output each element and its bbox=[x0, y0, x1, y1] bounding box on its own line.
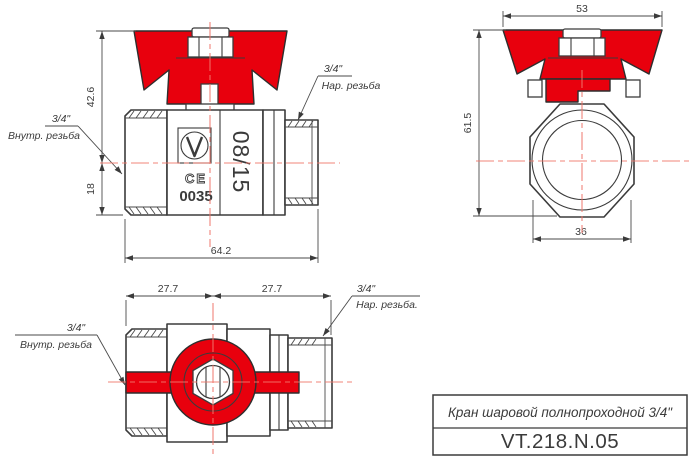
ce-number: 0035 bbox=[179, 188, 212, 205]
female-thread-hatch-top bbox=[129, 329, 164, 338]
external-thread-text: Нар. резьба bbox=[322, 80, 381, 92]
dim-text-36: 36 bbox=[575, 226, 587, 238]
stem-tab-left bbox=[527, 79, 543, 98]
external-size-text: 3/4" bbox=[324, 63, 344, 75]
leader-line bbox=[77, 125, 123, 175]
handle-skirt-side bbox=[545, 78, 611, 103]
leader-line bbox=[96, 334, 126, 386]
logo-circle bbox=[180, 131, 209, 160]
dim-text-27-7-right: 27.7 bbox=[262, 283, 283, 295]
internal-size-text: 3/4" bbox=[52, 113, 72, 125]
top-dimensions: 27.7 27.7 bbox=[125, 283, 332, 335]
stem-nut-facets-side bbox=[570, 38, 595, 56]
side-dimensions: 53 61.5 36 bbox=[462, 3, 663, 242]
female-end-lines-top bbox=[126, 336, 167, 429]
external-size-text: 3/4" bbox=[357, 283, 377, 295]
dim-text-64-2: 64.2 bbox=[211, 245, 232, 257]
side-view: 53 61.5 36 bbox=[462, 3, 663, 243]
leader-line bbox=[297, 75, 319, 121]
dim-text-61-5: 61.5 bbox=[462, 113, 474, 134]
front-external-thread-label: 3/4" Нар. резьба bbox=[297, 63, 381, 121]
stem-nut-cap-side bbox=[562, 28, 602, 39]
dim-text-18: 18 bbox=[85, 183, 97, 195]
external-thread-text: Нар. резьба. bbox=[356, 299, 418, 311]
stem-nut-side bbox=[558, 37, 606, 57]
front-dimensions: 42.6 18 64.2 bbox=[85, 30, 319, 263]
internal-size-text: 3/4" bbox=[67, 322, 87, 334]
pipe-silhouette-lines bbox=[532, 200, 632, 243]
top-view: 27.7 27.7 3/4" Внутр. резьба 3/4" Нар. р… bbox=[15, 283, 420, 443]
top-internal-thread-label: 3/4" Внутр. резьба bbox=[15, 322, 126, 386]
date-code: 08/15 bbox=[228, 131, 254, 194]
dim-text-53: 53 bbox=[576, 3, 588, 15]
centerlines bbox=[100, 22, 692, 458]
title-block: Кран шаровой полнопроходной 3/4" VT.218.… bbox=[432, 394, 688, 456]
female-thread-hatch-bottom bbox=[129, 427, 164, 436]
dim-text-42-6: 42.6 bbox=[85, 87, 97, 108]
leader-line bbox=[322, 295, 353, 337]
male-thread-hatch-top bbox=[290, 338, 317, 428]
ext-lines-27-7 bbox=[125, 300, 332, 335]
female-thread-hatch-bottom-front bbox=[128, 206, 163, 215]
female-end-lines-front bbox=[125, 117, 167, 208]
front-view: CE 0035 08/15 42.6 18 64.2 3/4" Внутр. р… bbox=[8, 27, 381, 263]
article-number: VT.218.N.05 bbox=[501, 430, 619, 453]
internal-thread-text: Внутр. резьба bbox=[20, 339, 92, 351]
male-thread-hatch-front bbox=[287, 120, 314, 205]
product-name: Кран шаровой полнопроходной 3/4" bbox=[448, 405, 673, 420]
ce-mark: CE bbox=[185, 171, 207, 186]
internal-thread-text: Внутр. резьба bbox=[8, 130, 80, 142]
front-internal-thread-label: 3/4" Внутр. резьба bbox=[8, 113, 123, 175]
stem-nut-facets-front bbox=[198, 37, 223, 57]
male-thread-lines-top bbox=[288, 338, 332, 428]
stem-tab-right bbox=[625, 79, 641, 98]
top-external-thread-label: 3/4" Нар. резьба. bbox=[322, 283, 420, 337]
female-thread-hatch-top-front bbox=[128, 110, 163, 119]
title-block-border bbox=[432, 394, 688, 456]
dim-text-27-7-left: 27.7 bbox=[158, 283, 179, 295]
logo-v-glyph bbox=[185, 136, 204, 158]
